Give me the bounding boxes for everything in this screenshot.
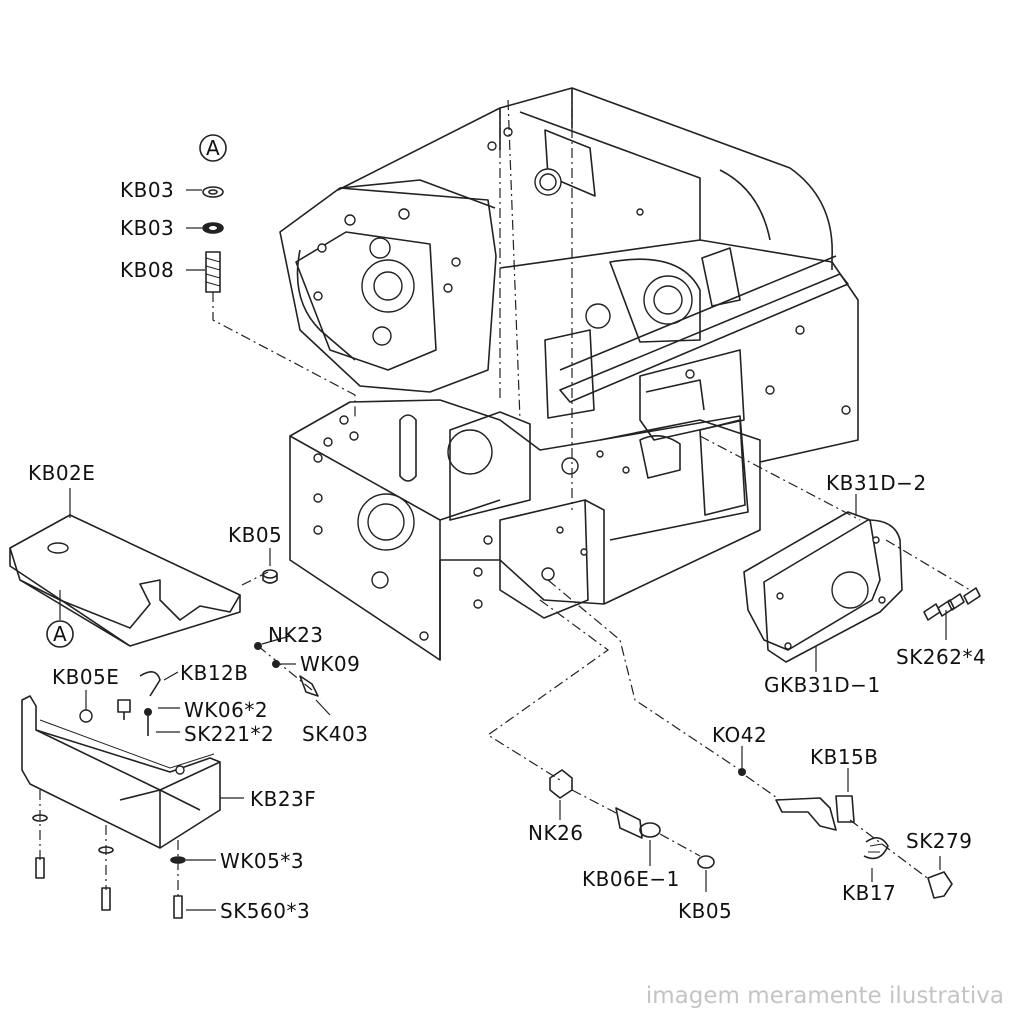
kb23f-cover [21,671,244,919]
label-sk403: SK403 [302,722,368,746]
label-nk23: NK23 [268,623,324,647]
kb15b-assembly [738,746,953,899]
label-wk05: WK05*3 [220,849,304,873]
label-kb03-a: KB03 [120,178,174,202]
machine-body [279,87,859,661]
label-sk262: SK262*4 [896,645,986,669]
label-gkb31d-1: GKB31D−1 [764,673,881,697]
label-kb15b: KB15B [810,745,879,769]
sk403-stack [254,635,331,716]
label-wk09: WK09 [300,652,360,676]
kb31d-plate [699,435,981,672]
label-kb31d-2: KB31D−2 [826,471,927,495]
label-kb03-b: KB03 [120,216,174,240]
label-wk06: WK06*2 [184,698,268,722]
label-ko42: KO42 [712,723,767,747]
label-kb05-top: KB05 [228,523,282,547]
label-sk279: SK279 [906,829,972,853]
label-kb17: KB17 [842,881,896,905]
label-kb08: KB08 [120,258,174,282]
kb02e-cover [9,488,269,648]
kb03-kb08-stack [186,134,356,420]
kb06e-stack [486,579,741,892]
label-kb02e: KB02E [28,461,95,485]
label-a-top: A [206,136,220,160]
label-kb05-bottom: KB05 [678,899,732,923]
label-sk560: SK560*3 [220,899,310,923]
label-kb05e: KB05E [52,665,119,689]
label-kb23f: KB23F [250,787,316,811]
label-a-cover: A [53,622,67,646]
label-sk221: SK221*2 [184,722,274,746]
label-nk26: NK26 [528,821,584,845]
kb05-nut-top [262,548,278,584]
label-kb12b: KB12B [180,661,249,685]
part-labels: A KB03 KB03 KB08 KB02E KB05 A NK23 WK09 … [28,136,986,923]
watermark-text: imagem meramente ilustrativa [645,983,1004,1009]
label-kb06e-1: KB06E−1 [582,867,680,891]
